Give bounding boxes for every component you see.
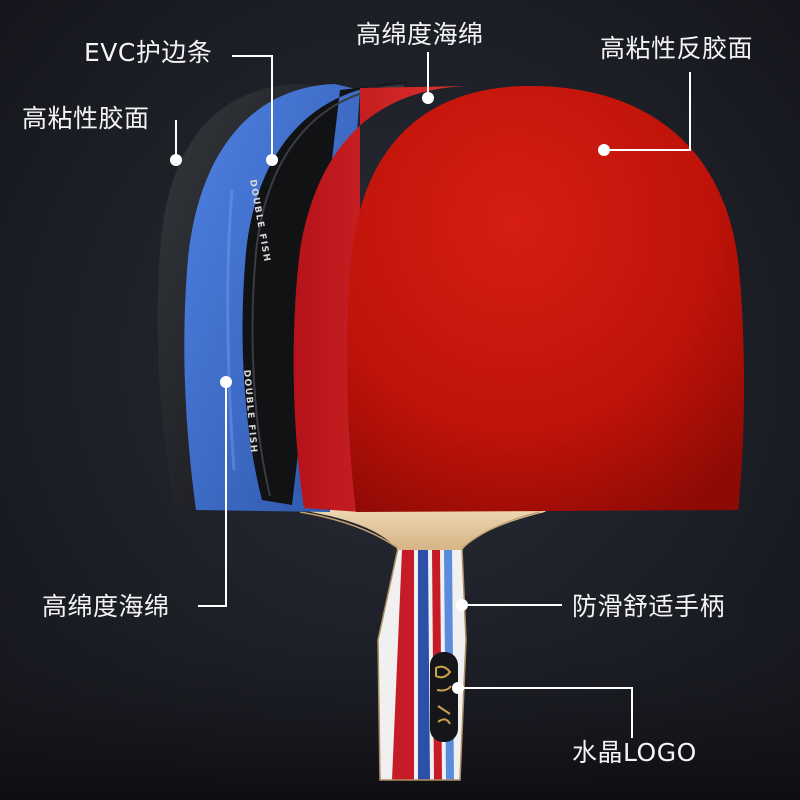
label-evc-edge: EVC护边条	[84, 38, 213, 67]
label-sponge-bottom: 高绵度海绵	[42, 592, 170, 621]
label-sponge-top: 高绵度海绵	[356, 20, 484, 49]
label-handle: 防滑舒适手柄	[572, 592, 726, 621]
logo-glyph-icon	[435, 665, 452, 725]
wood-blade	[286, 505, 550, 550]
label-tacky-rubber: 高粘性胶面	[22, 104, 150, 133]
red-rubber-face	[347, 86, 744, 512]
red-sponge-edge	[293, 86, 470, 512]
callout-lines	[175, 52, 691, 738]
handle	[377, 547, 467, 781]
label-tacky-reverse-rubber: 高粘性反胶面	[600, 34, 754, 63]
evc-edge-band	[242, 82, 410, 505]
callout-dots	[170, 92, 610, 694]
label-crystal-logo: 水晶LOGO	[572, 738, 697, 767]
crystal-logo-plate	[430, 652, 458, 742]
